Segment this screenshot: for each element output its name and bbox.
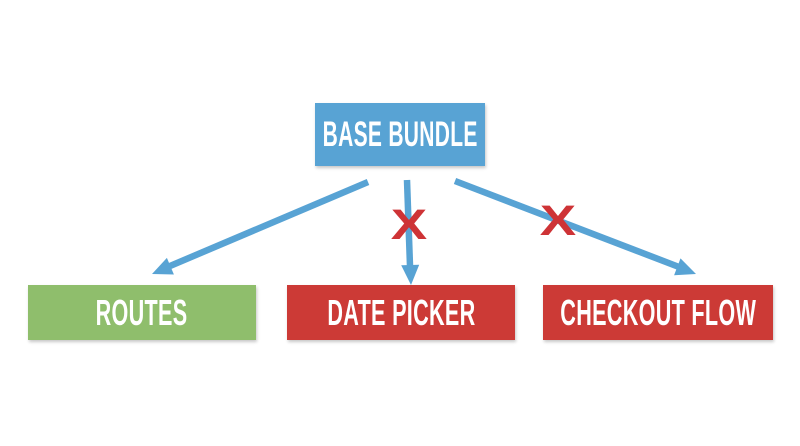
- node-date-picker: DATE PICKER: [287, 285, 515, 340]
- node-checkout-flow-label: CHECKOUT FLOW: [560, 291, 756, 333]
- node-routes: ROUTES: [28, 285, 256, 340]
- arrowhead-to-date-picker-icon: [401, 264, 420, 285]
- arrow-line-to-date-picker: [403, 179, 414, 267]
- node-date-picker-label: DATE PICKER: [326, 291, 476, 333]
- arrow-line-to-routes: [168, 179, 370, 269]
- arrow-line-to-checkout-flow: [453, 177, 681, 271]
- node-base-bundle-label: BASE BUNDLE: [322, 115, 478, 154]
- blocked-x-mark-checkout-flow: X: [539, 197, 577, 245]
- arrowhead-to-checkout-flow-icon: [674, 258, 696, 276]
- blocked-x-mark-date-picker: X: [390, 201, 428, 249]
- node-checkout-flow: CHECKOUT FLOW: [543, 285, 773, 340]
- node-base-bundle: BASE BUNDLE: [315, 103, 485, 166]
- arrowhead-to-routes-icon: [152, 257, 174, 275]
- node-routes-label: ROUTES: [96, 291, 188, 333]
